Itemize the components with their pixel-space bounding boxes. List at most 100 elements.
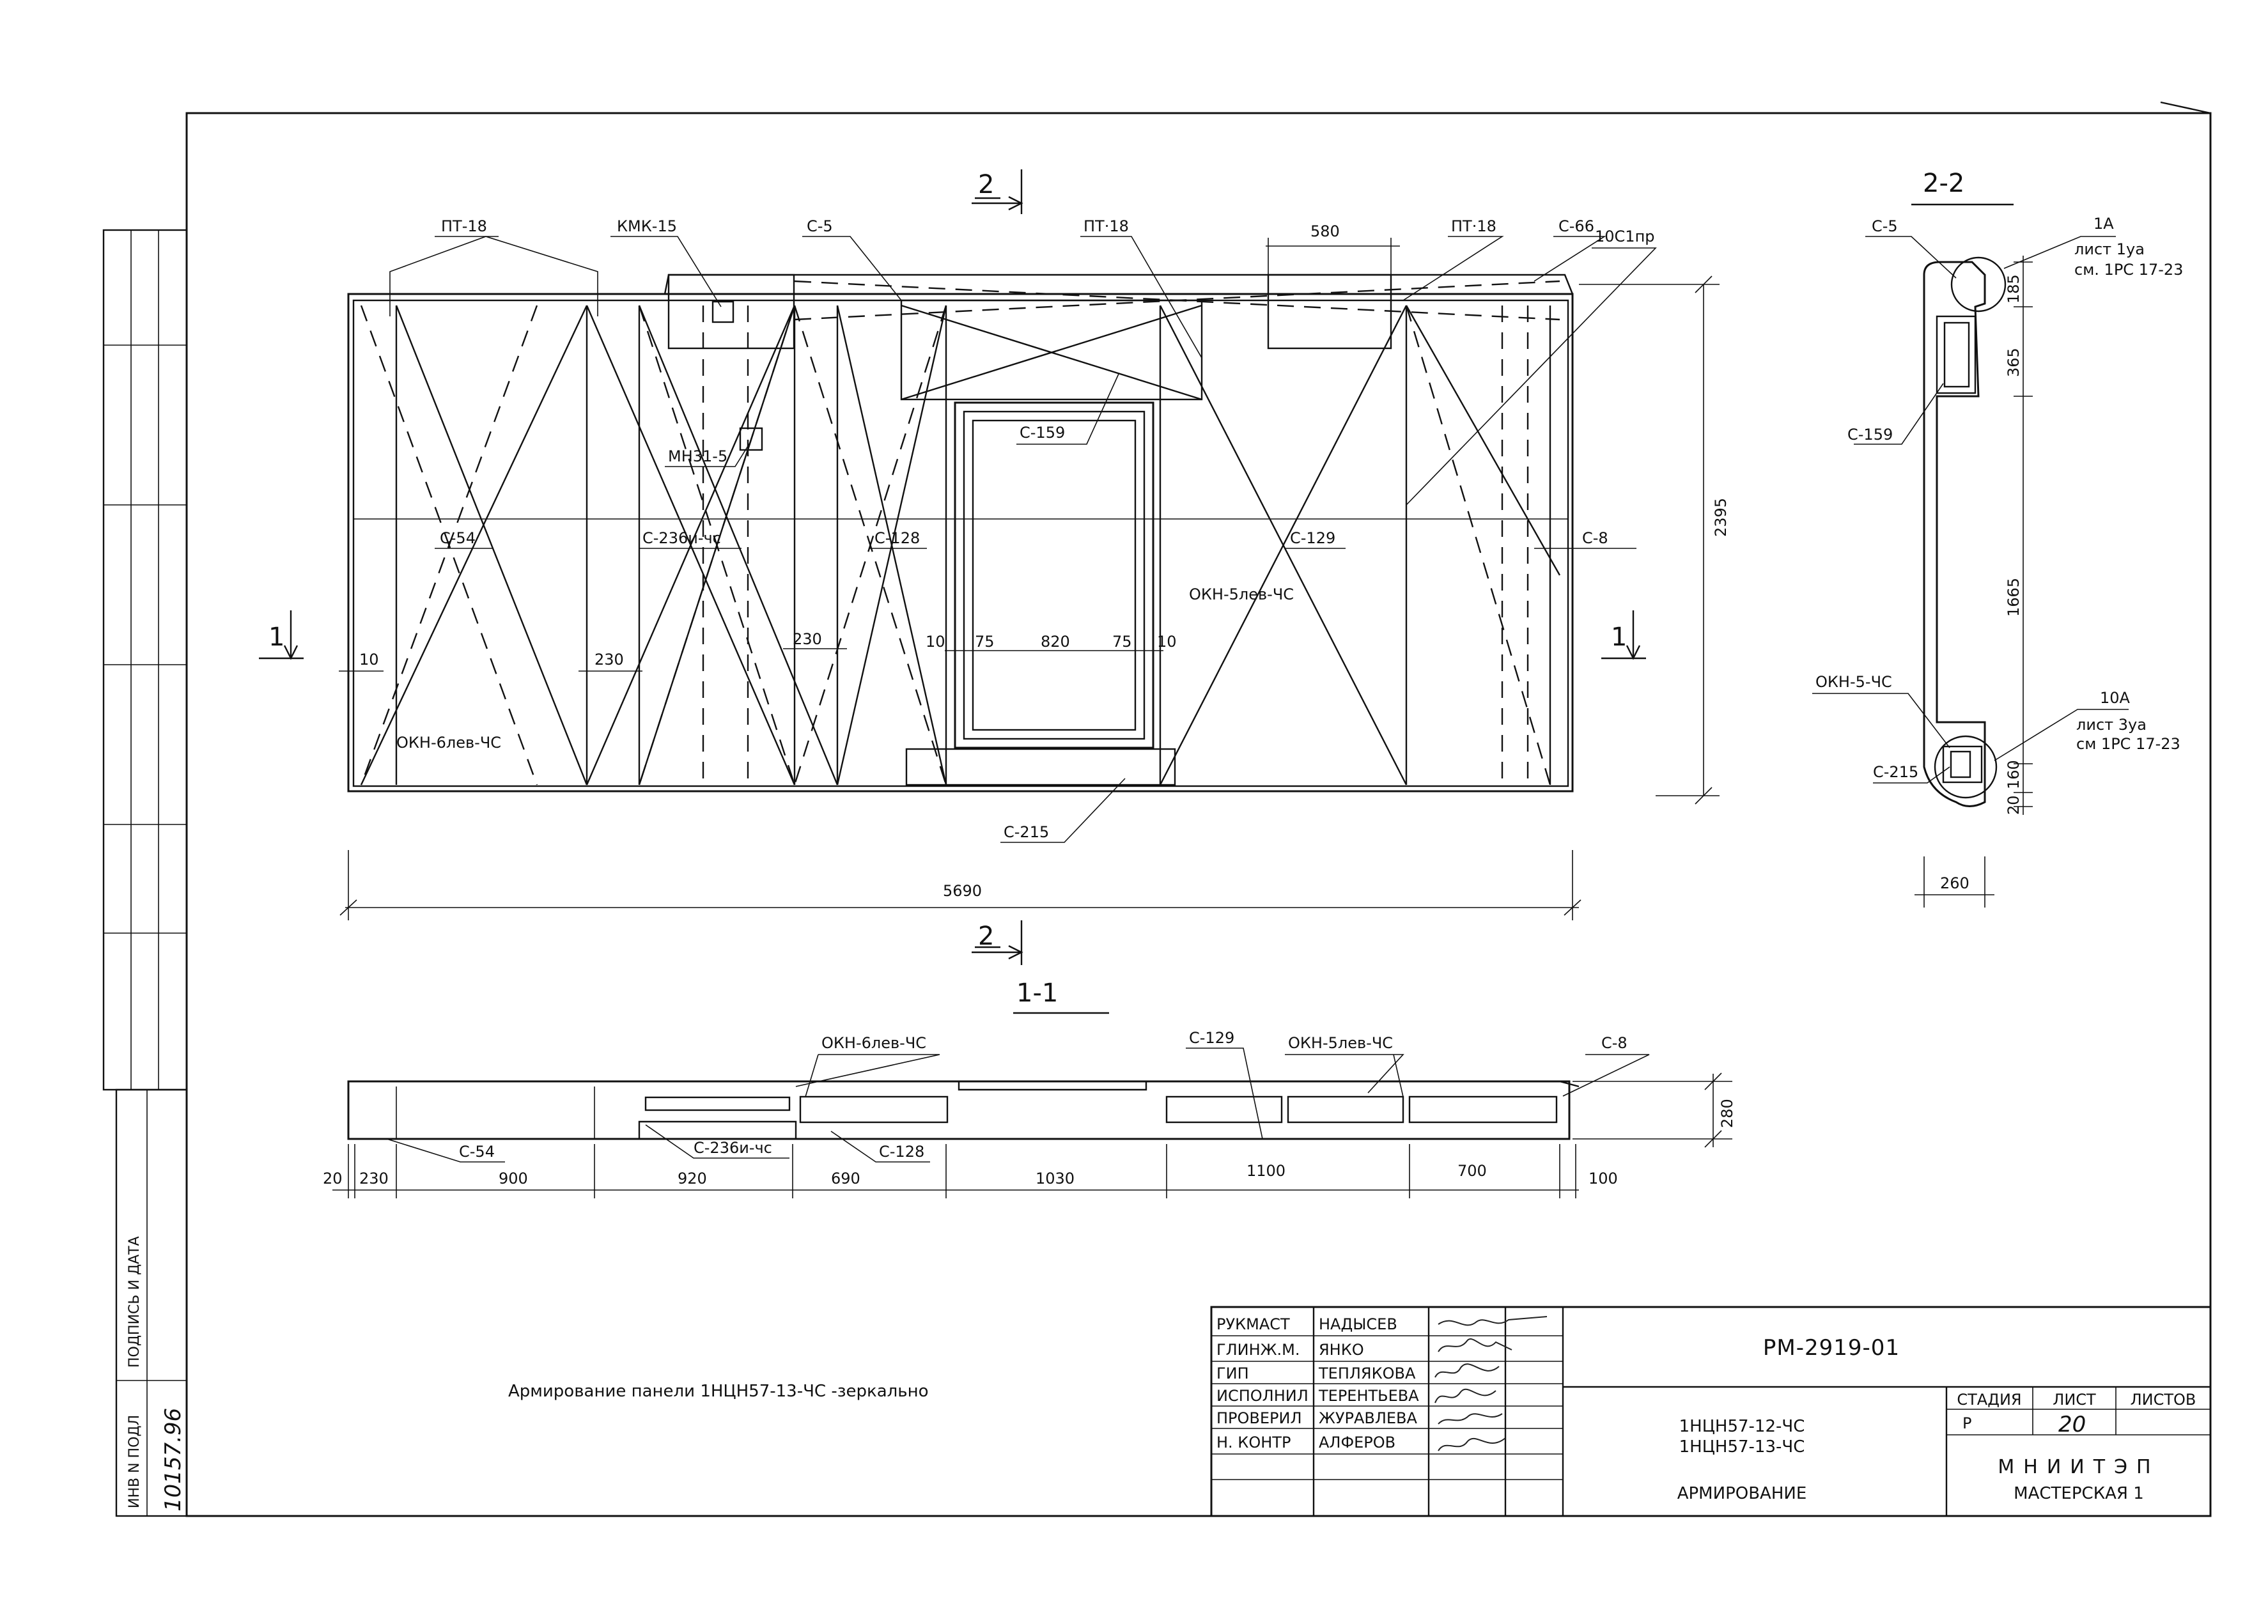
label-c129-s11: С-129: [1189, 1029, 1234, 1047]
dim-s22-185: 185: [2005, 274, 2023, 304]
dim-s11-900: 900: [499, 1170, 528, 1187]
label-c128-elev: С-128: [874, 529, 920, 547]
dim-230b: 230: [793, 630, 822, 648]
tb-name-3: ТЕПЛЯКОВА: [1318, 1365, 1416, 1382]
title-block: РУКМАСТ НАДЫСЕВ ГЛИНЖ.М. ЯНКО ГИП ТЕПЛЯК…: [1210, 1306, 2212, 1517]
ref-bot-see: см 1РС 17-23: [2076, 735, 2180, 753]
label-c8-elev: С-8: [1582, 529, 1608, 547]
sign-label: ПОДПИСЬ И ДАТА: [127, 1236, 143, 1368]
ref-top-see: см. 1РС 17-23: [2074, 261, 2183, 279]
tb-role-6: Н. КОНТР: [1216, 1434, 1291, 1451]
cut-mark-top: 2: [978, 170, 994, 199]
label-okn5-s22: ОКН-5-ЧС: [1815, 673, 1892, 691]
label-c236-elev: С-236и-чс: [642, 529, 721, 547]
label-c66: С-66: [1558, 217, 1594, 235]
label-c215-s22: С-215: [1873, 763, 1918, 781]
tb-name-5: ЖУРАВЛЕВА: [1319, 1409, 1418, 1427]
tb-stage-header: СТАДИЯ: [1957, 1391, 2021, 1409]
signature-1: [1438, 1316, 1548, 1326]
dim-10a: 10: [359, 651, 379, 669]
label-mn315: МН31-5: [668, 447, 727, 465]
dim-s22-260: 260: [1940, 874, 1969, 892]
signature-5: [1438, 1413, 1503, 1425]
ref-bot-code: 10А: [2100, 689, 2131, 707]
label-okn6-elev: ОКН-6лев-ЧС: [396, 734, 501, 752]
dim-s22-20: 20: [2005, 795, 2023, 815]
dim-s22-160: 160: [2005, 760, 2023, 789]
signature-2: [1438, 1338, 1512, 1352]
section-22-title: 2-2: [1923, 169, 1964, 198]
dim-s22-1665: 1665: [2005, 578, 2023, 617]
section-11-title: 1-1: [1016, 978, 1058, 1008]
label-c8-s11: С-8: [1601, 1034, 1627, 1052]
dim-s11-1030: 1030: [1036, 1170, 1075, 1187]
tb-org: МНИИТЭП: [1998, 1456, 2159, 1478]
dim-s11-20: 20: [323, 1170, 343, 1187]
ref-top-sheet: лист 1уа: [2074, 240, 2145, 258]
tb-code: РМ-2919-01: [1763, 1335, 1900, 1361]
tb-doc-line2: 1НЦН57-13-ЧС: [1679, 1437, 1805, 1457]
label-c236-s11: С-236и-чс: [694, 1139, 772, 1157]
dim-s11-1100: 1100: [1247, 1162, 1285, 1180]
label-c215-elev: С-215: [1004, 823, 1049, 841]
label-c54-s11: С-54: [459, 1143, 495, 1161]
tb-role-5: ПРОВЕРИЛ: [1216, 1409, 1302, 1427]
side-stamp: ПОДПИСЬ И ДАТА ИНВ N ПОДЛ 10157.96: [102, 229, 188, 1517]
tb-role-1: РУКМАСТ: [1216, 1315, 1290, 1333]
tb-workshop: МАСТЕРСКАЯ 1: [2014, 1484, 2144, 1503]
label-pt18-left: ПТ-18: [441, 217, 487, 235]
section-1-1: 1-1 ОКН-6лев-ЧС С-129 ОКН-5лев-ЧС С-8 С-…: [323, 978, 1736, 1198]
dim-75a: 75: [975, 633, 995, 651]
signature-3: [1434, 1363, 1500, 1378]
label-c159-s22: С-159: [1847, 426, 1893, 444]
dim-230a: 230: [594, 651, 624, 669]
inv-number: 10157.96: [160, 1408, 186, 1512]
signature-6: [1438, 1437, 1506, 1451]
dim-s11-690: 690: [831, 1170, 860, 1187]
label-okn6-s11: ОКН-6лев-ЧС: [821, 1034, 926, 1052]
tb-name-2: ЯНКО: [1319, 1341, 1364, 1359]
dim-5690: 5690: [943, 882, 982, 900]
tb-doc-line1: 1НЦН57-12-ЧС: [1679, 1417, 1805, 1436]
label-pt18-right: ПТ·18: [1451, 217, 1496, 235]
dim-10b: 10: [926, 633, 945, 651]
inv-label: ИНВ N ПОДЛ: [127, 1415, 143, 1508]
label-okn5-s11: ОКН-5лев-ЧС: [1288, 1034, 1393, 1052]
label-c5-elev: С-5: [807, 217, 833, 235]
dim-s11-280: 280: [1718, 1099, 1736, 1128]
label-c5-s22: С-5: [1872, 217, 1898, 235]
tb-sheets-header: ЛИСТОВ: [2131, 1391, 2196, 1409]
tb-role-4: ИСПОЛНИЛ: [1216, 1387, 1309, 1405]
dim-820: 820: [1041, 633, 1070, 651]
dim-75b: 75: [1112, 633, 1132, 651]
label-c159-elev: С-159: [1020, 424, 1065, 442]
tb-sheet-header: ЛИСТ: [2053, 1391, 2096, 1409]
tb-doc-title: АРМИРОВАНИЕ: [1677, 1484, 1807, 1503]
tb-name-4: ТЕРЕНТЬЕВА: [1318, 1387, 1419, 1405]
label-dim580: 580: [1310, 222, 1340, 240]
tb-role-2: ГЛИНЖ.М.: [1216, 1341, 1300, 1359]
cut-mark-left: 1: [268, 623, 284, 652]
cut-mark-right: 1: [1611, 623, 1627, 652]
dim-s11-230: 230: [359, 1170, 389, 1187]
dim-10c: 10: [1157, 633, 1177, 651]
dim-s11-920: 920: [678, 1170, 707, 1187]
cut-mark-bottom: 2: [978, 922, 994, 951]
ref-bot-sheet: лист 3уа: [2076, 716, 2147, 734]
tb-role-3: ГИП: [1216, 1365, 1249, 1382]
label-kmk15: КМК-15: [617, 217, 677, 235]
front-elevation: 2 2 1 1 ПТ-18 КМК-15 С-5 ПТ·18 580 ПТ·: [259, 169, 1730, 965]
label-c129-elev: С-129: [1290, 529, 1335, 547]
signature-4: [1434, 1388, 1496, 1404]
sheet-frame: [185, 101, 2212, 1517]
dim-2395: 2395: [1712, 498, 1730, 537]
tb-stage: Р: [1962, 1414, 1971, 1432]
dim-s11-100: 100: [1588, 1170, 1618, 1187]
tb-name-1: НАДЫСЕВ: [1319, 1315, 1397, 1333]
label-c54-elev: С-54: [440, 529, 476, 547]
dim-s22-365: 365: [2005, 348, 2023, 377]
label-pt18-mid: ПТ·18: [1084, 217, 1129, 235]
drawing-caption: Армирование панели 1НЦН57-13-ЧС -зеркаль…: [508, 1382, 929, 1401]
